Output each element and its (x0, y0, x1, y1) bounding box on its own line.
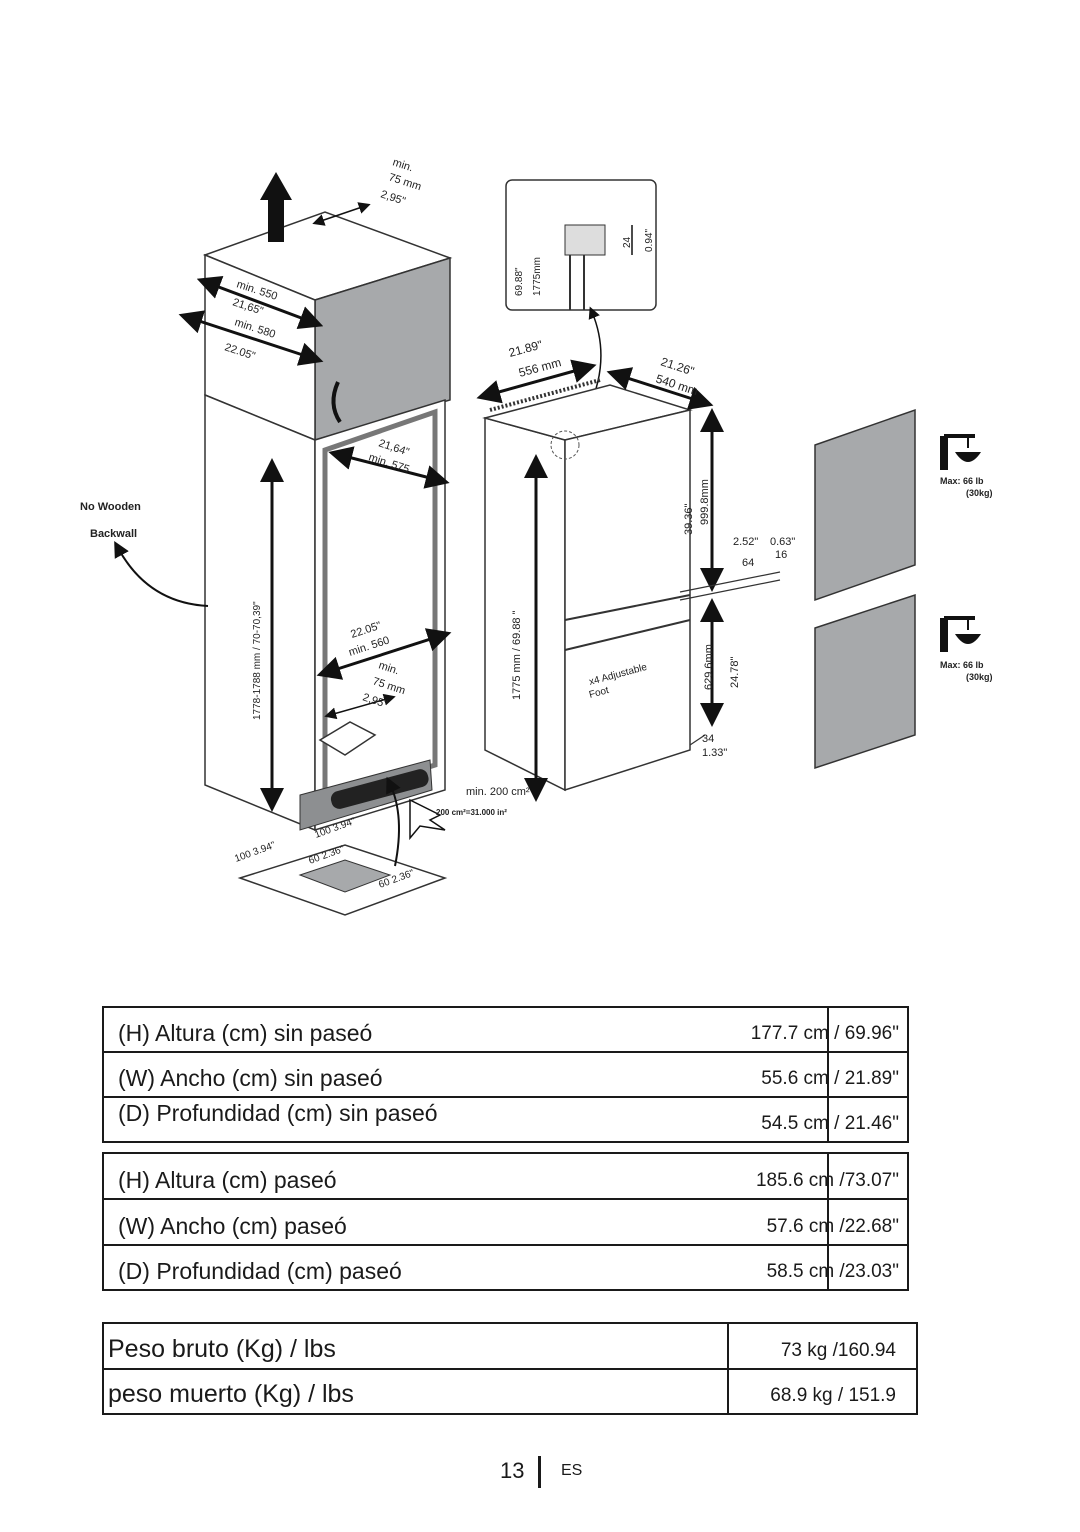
cabinet-drawing: min. 75 mm 2,95" min. 550 21,65" min. 58… (80, 156, 453, 916)
gap-top-label-1: 2.52" (733, 536, 758, 548)
table-row: (D) Profundidad (cm) paseó 58.5 cm /23.0… (104, 1246, 907, 1289)
table-row: peso muerto (Kg) / lbs 68.9 kg / 151.9 (104, 1370, 916, 1413)
table-row: Peso bruto (Kg) / lbs 73 kg /160.94 (104, 1324, 916, 1370)
table-row: (W) Ancho (cm) paseó 57.6 cm /22.68" (104, 1200, 907, 1246)
foot-gap-label-2: 1.33" (702, 747, 727, 759)
height-range-label: 1778-1788 mm / 70-70,39" (252, 601, 263, 720)
width-label-1: 21.89" (507, 337, 544, 359)
lower-door-label-2: 24.78" (729, 656, 741, 688)
table-row: (D) Profundidad (cm) sin paseó 54.5 cm /… (104, 1098, 907, 1141)
max-load-upper-1: Max: 66 lb (940, 476, 984, 486)
installation-diagram: min. 75 mm 2,95" min. 550 21,65" min. 58… (80, 156, 993, 916)
upper-door-label-1: 39.36" (683, 503, 695, 535)
detail-label-1: 69.88" (514, 267, 525, 296)
door-panels-drawing: Max: 66 lb (30kg) Max: 66 lb (30kg) (814, 408, 993, 770)
vent-dim-label-1: 100 3.94" (233, 840, 277, 865)
row-value: 54.5 cm / 21.46" (761, 1113, 899, 1134)
row-label: (W) Ancho (cm) sin paseó (118, 1065, 383, 1091)
row-value: 73 kg /160.94 (780, 1340, 896, 1361)
row-value: 57.6 cm /22.68" (766, 1216, 899, 1237)
row-label: (D) Profundidad (cm) paseó (118, 1258, 402, 1284)
max-load-lower-1: Max: 66 lb (940, 660, 984, 670)
spec-table-dimensions-without-handle: (H) Altura (cm) sin paseó 177.7 cm / 69.… (102, 1006, 909, 1143)
row-label: Peso bruto (Kg) / lbs (108, 1335, 336, 1363)
footer-divider (538, 1456, 541, 1488)
top-gap-label-3: 2,95" (379, 188, 407, 207)
table-row: (W) Ancho (cm) sin paseó 55.6 cm / 21.89… (104, 1053, 907, 1098)
foot-gap-label-1: 34 (702, 733, 714, 745)
weight-icon (940, 616, 981, 652)
spec-table-dimensions-with-handle: (H) Altura (cm) paseó 185.6 cm /73.07" (… (102, 1152, 909, 1291)
row-value: 185.6 cm /73.07" (755, 1170, 899, 1191)
max-load-lower-2: (30kg) (966, 672, 993, 682)
top-gap-label-2: 75 mm (387, 171, 423, 193)
row-label: (H) Altura (cm) paseó (118, 1167, 337, 1193)
no-wooden-backwall-label-1: No Wooden (80, 501, 141, 513)
appliance-drawing: 69.88" 1775mm 24 0.94" 21.89" 556 mm 21.… (436, 179, 795, 817)
row-value: 58.5 cm /23.03" (766, 1261, 899, 1282)
gap-top-label-4: 16 (775, 549, 787, 561)
row-label: (H) Altura (cm) sin paseó (118, 1020, 373, 1046)
table-row: (H) Altura (cm) sin paseó 177.7 cm / 69.… (104, 1008, 907, 1053)
column-divider (827, 1154, 829, 1289)
row-label: (D) Profundidad (cm) sin paseó (118, 1100, 438, 1126)
table-row: (H) Altura (cm) paseó 185.6 cm /73.07" (104, 1154, 907, 1200)
height-label: 1775 mm / 69.88 " (511, 610, 523, 700)
foot-label-2: Foot (588, 685, 610, 701)
page-footer: 13 ES (0, 1456, 1080, 1498)
row-label: peso muerto (Kg) / lbs (108, 1380, 354, 1408)
row-value: 55.6 cm / 21.89" (761, 1068, 899, 1089)
row-value: 177.7 cm / 69.96" (750, 1023, 899, 1044)
detail-label-2: 1775mm (532, 257, 543, 296)
detail-label-4: 0.94" (644, 229, 655, 252)
detail-label-3: 24 (622, 236, 633, 248)
language-code: ES (561, 1462, 583, 1479)
vent-area-label-1: min. 200 cm² (466, 786, 530, 798)
weight-icon (940, 434, 981, 470)
lower-door-label-1: 629.6mm (703, 644, 715, 690)
max-load-upper-2: (30kg) (966, 488, 993, 498)
upper-door-label-2: 999.8mm (699, 479, 711, 525)
gap-top-label-2: 0.63" (770, 536, 795, 548)
gap-top-label-3: 64 (742, 557, 754, 569)
no-wooden-backwall-label-2: Backwall (90, 528, 137, 540)
vent-area-label-2: 200 cm²=31.000 in² (436, 808, 507, 817)
row-value: 68.9 kg / 151.9 (770, 1385, 896, 1406)
spec-table-weight: Peso bruto (Kg) / lbs 73 kg /160.94 peso… (102, 1322, 918, 1415)
column-divider (827, 1008, 829, 1141)
row-label: (W) Ancho (cm) paseó (118, 1213, 347, 1239)
page-number: 13 (500, 1458, 525, 1483)
top-gap-label-1: min. (391, 156, 414, 174)
